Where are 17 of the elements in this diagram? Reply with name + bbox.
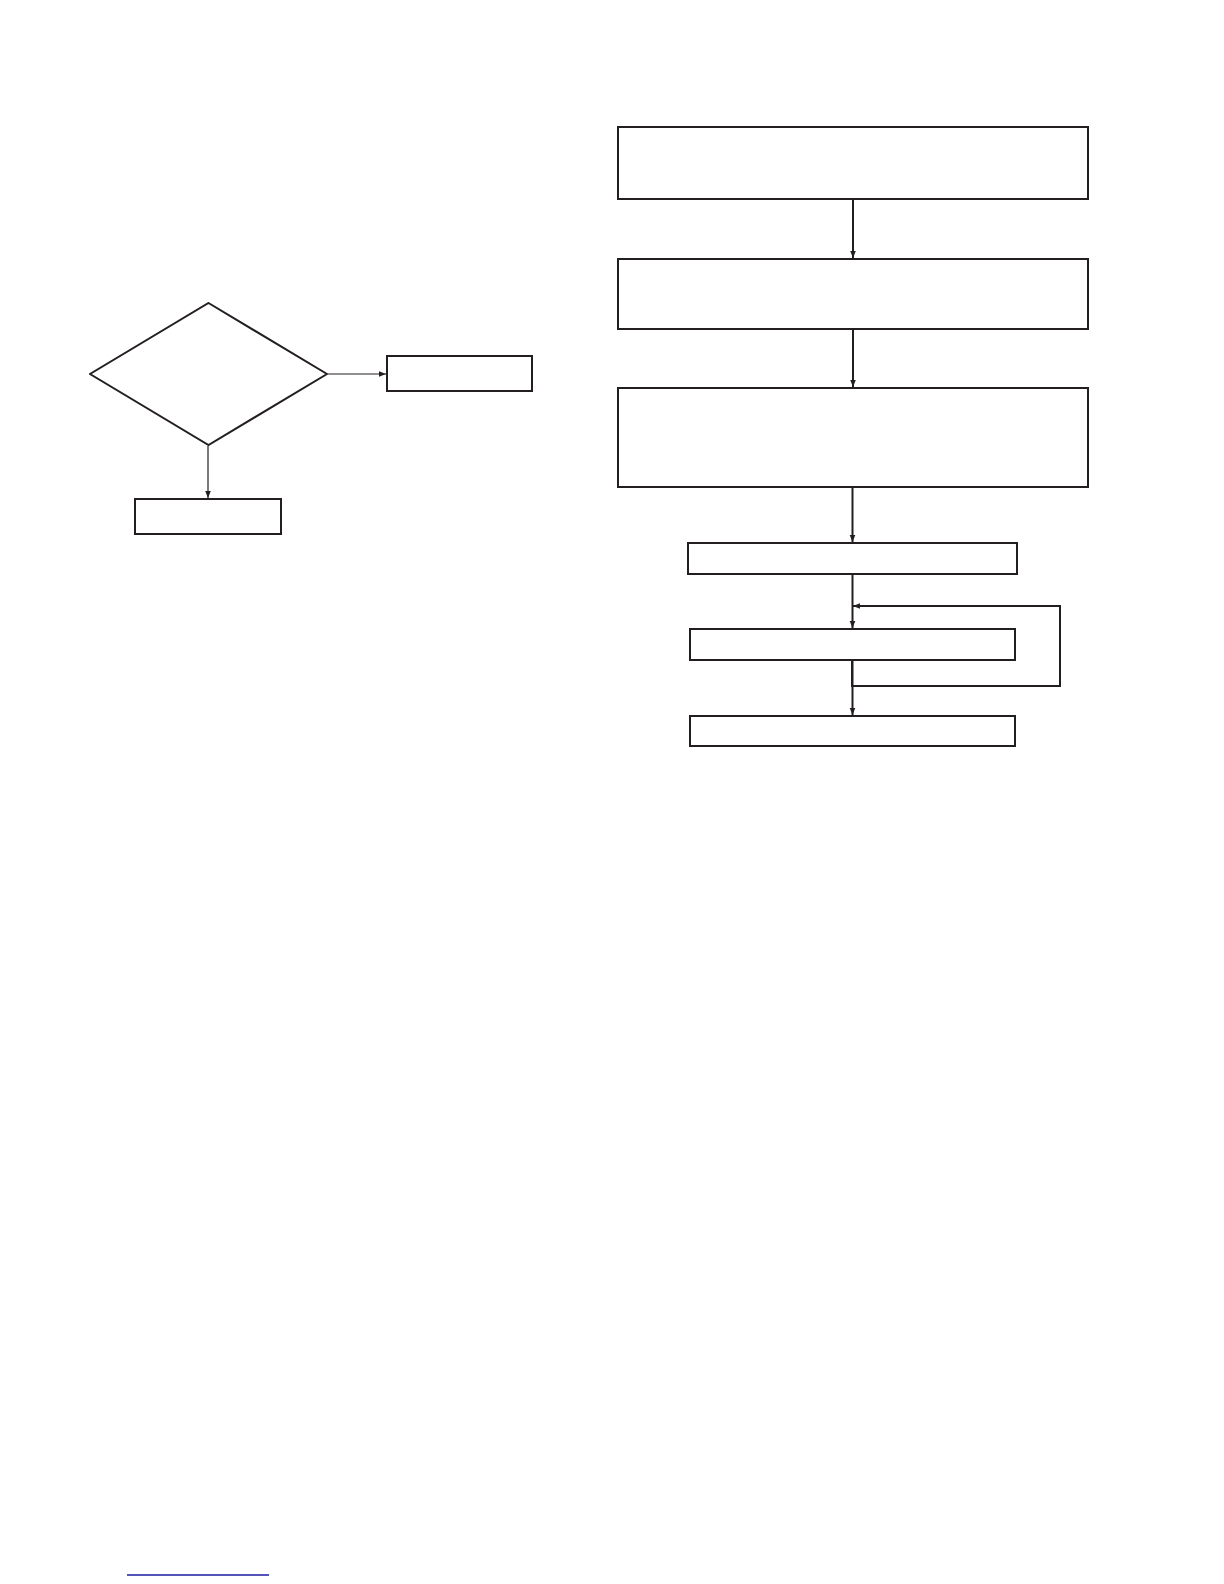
- process-box: [617, 126, 1089, 200]
- arrow: [850, 329, 856, 388]
- arrow: [849, 574, 856, 629]
- process-box: [617, 387, 1089, 488]
- arrow: [851, 603, 1061, 687]
- arrow: [849, 660, 856, 716]
- arrow: [205, 445, 211, 499]
- process-box: [689, 628, 1016, 661]
- process-box: [134, 498, 282, 535]
- arrow: [850, 199, 856, 259]
- process-box: [617, 258, 1089, 330]
- process-box: [386, 355, 533, 392]
- process-box: [687, 542, 1018, 575]
- process-box: [689, 715, 1016, 747]
- decision-diamond: [89, 302, 328, 446]
- arrow: [849, 487, 856, 543]
- arrow: [327, 371, 387, 377]
